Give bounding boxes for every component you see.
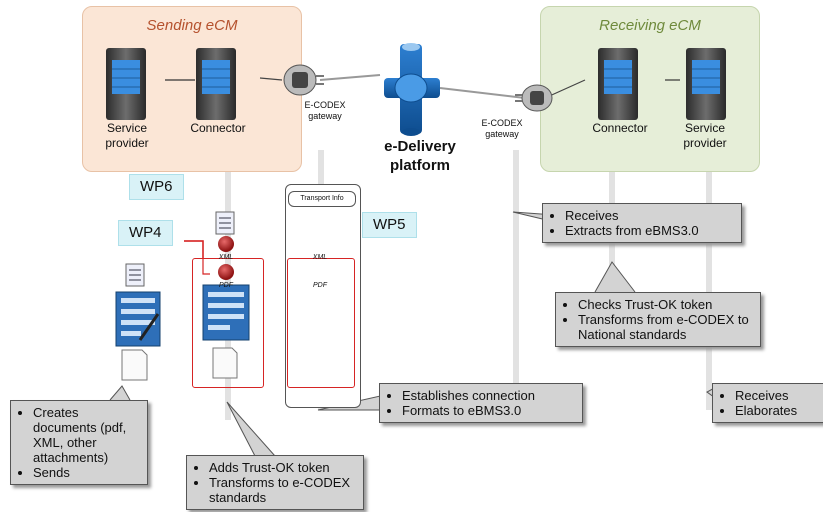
xml-tag-connector: XML	[218, 254, 234, 261]
callout-creates-sends-item-1: Creates documents (pdf, XML, other attac…	[33, 405, 141, 465]
lifeline-provider-recv	[706, 170, 712, 410]
receiving-ecm-title: Receiving eCM	[599, 17, 701, 34]
hub-icon-edelivery	[384, 43, 440, 136]
gateway-send-label: E-CODEX gateway	[304, 100, 346, 121]
callout-adds-transforms-item-1: Adds Trust-OK token	[209, 460, 357, 475]
callout-establishes-formats: Establishes connection Formats to eBMS3.…	[379, 383, 583, 423]
callout-checks-transforms-item-2: Transforms from e-CODEX to National stan…	[578, 312, 754, 342]
callout-establishes-formats-item-1: Establishes connection	[402, 388, 576, 403]
plug-icon-gateway-send	[283, 64, 324, 96]
callout-receives-elaborates-item-1: Receives	[735, 388, 823, 403]
server-icon-connector-recv	[598, 48, 638, 120]
connector-send-label: Connector	[190, 121, 246, 135]
callout-creates-sends: Creates documents (pdf, XML, other attac…	[10, 400, 148, 485]
callout-receives-extracts-item-1: Receives	[565, 208, 735, 223]
service-provider-send-label: Service provider	[105, 121, 149, 150]
callout-checks-transforms-item-1: Checks Trust-OK token	[578, 297, 754, 312]
xml-tag-transport: XML	[312, 254, 328, 261]
service-provider-recv-label: Service provider	[683, 121, 727, 150]
transport-info-box: Transport Info	[285, 184, 361, 408]
red-box-connector	[192, 258, 264, 388]
callout-receives-elaborates-item-2: Elaborates	[735, 403, 823, 418]
pdf-tag-connector: PDF	[219, 282, 233, 289]
sending-ecm-title: Sending eCM	[146, 17, 238, 34]
callout-adds-transforms-item-2: Transforms to e-CODEX standards	[209, 475, 357, 505]
red-box-transport	[287, 258, 355, 388]
edelivery-platform-label: e-Delivery platform	[384, 138, 456, 174]
gateway-recv-label: E-CODEX gateway	[481, 118, 523, 139]
callout-checks-transforms: Checks Trust-OK token Transforms from e-…	[555, 292, 761, 347]
connector-recv-label: Connector	[592, 121, 648, 135]
callout-receives-extracts: Receives Extracts from eBMS3.0	[542, 203, 742, 243]
callout-adds-transforms: Adds Trust-OK token Transforms to e-CODE…	[186, 455, 364, 510]
transport-info-title: Transport Info	[288, 191, 356, 207]
wp6-label: WP6	[129, 174, 184, 200]
callout-establishes-formats-item-2: Formats to eBMS3.0	[402, 403, 576, 418]
document-stack-sender	[115, 263, 161, 381]
callout-receives-elaborates: Receives Elaborates	[712, 383, 823, 423]
callout-creates-sends-item-2: Sends	[33, 465, 141, 480]
wp4-label: WP4	[118, 220, 173, 246]
pdf-tag-transport: PDF	[313, 282, 327, 289]
server-icon-service-provider-send	[106, 48, 146, 120]
document-stack-connector	[202, 211, 250, 379]
lifeline-gateway-recv	[513, 150, 519, 410]
server-icon-service-provider-recv	[686, 48, 726, 120]
plug-icon-gateway-recv	[515, 84, 553, 112]
callout-receives-extracts-item-2: Extracts from eBMS3.0	[565, 223, 735, 238]
wp5-label: WP5	[362, 212, 417, 238]
server-icon-connector-send	[196, 48, 236, 120]
